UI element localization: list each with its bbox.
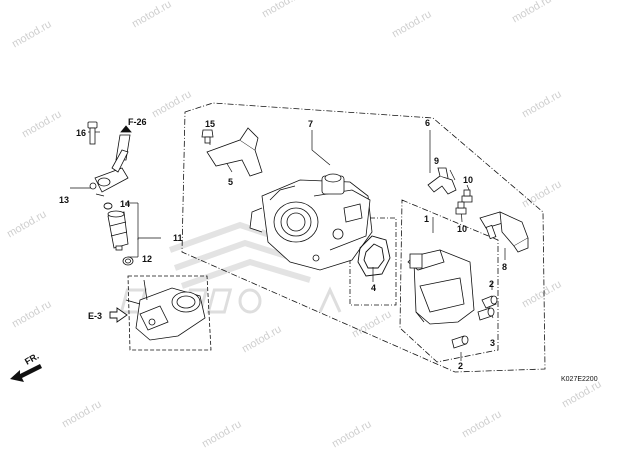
callout-8: 8 — [502, 262, 507, 272]
sensor-unit-1 — [407, 249, 475, 325]
screw-2b — [451, 335, 469, 349]
background-brand-letters — [119, 286, 342, 314]
callout-6: 6 — [425, 118, 430, 128]
gasket-subframe — [349, 217, 397, 306]
bracket-9 — [427, 167, 457, 195]
screw-3 — [477, 307, 495, 321]
screw-10a — [461, 189, 473, 203]
intake-subframe — [127, 275, 212, 351]
screw-2a — [481, 295, 498, 309]
injector-joint-13 — [89, 149, 129, 197]
callout-12: 12 — [142, 254, 152, 264]
front-direction-arrow — [10, 364, 42, 382]
callout-1: 1 — [424, 214, 429, 224]
callout-15: 15 — [205, 119, 215, 129]
callout-14: 14 — [120, 199, 130, 209]
callouts: 6 7 15 5 F-26 16 13 14 11 12 E-3 9 10 10… — [23, 117, 598, 383]
bolt-15 — [201, 129, 214, 144]
callout-2a: 2 — [489, 279, 494, 289]
screw-10b — [455, 201, 467, 215]
e3-ref-arrow — [109, 307, 128, 323]
intake-manifold — [125, 279, 206, 341]
callout-10a: 10 — [463, 175, 473, 185]
bracket-5 — [206, 127, 263, 177]
callout-11: 11 — [173, 233, 183, 243]
callout-10b: 10 — [457, 224, 467, 234]
callout-e3: E-3 — [88, 311, 102, 321]
sensor-8 — [479, 211, 529, 253]
assembly-frame-6 — [181, 102, 546, 373]
callout-5: 5 — [228, 177, 233, 187]
callout-2b: 2 — [458, 361, 463, 371]
gasket-4 — [357, 235, 391, 277]
callout-7: 7 — [308, 119, 313, 129]
callout-13: 13 — [59, 195, 69, 205]
seal-12 — [122, 256, 134, 266]
callout-16: 16 — [76, 128, 86, 138]
callout-3: 3 — [490, 338, 495, 348]
o-ring-15 — [103, 202, 113, 210]
throttle-body-7 — [249, 173, 373, 271]
front-label: FR. — [23, 351, 41, 367]
callout-f26: F-26 — [128, 117, 147, 127]
fuel-injector-14 — [107, 210, 129, 251]
bolt-16 — [87, 121, 98, 145]
callout-4: 4 — [371, 283, 376, 293]
diagram-code: K027E2200 — [561, 376, 598, 383]
sensor-subframe — [399, 199, 499, 363]
callout-9: 9 — [434, 156, 439, 166]
